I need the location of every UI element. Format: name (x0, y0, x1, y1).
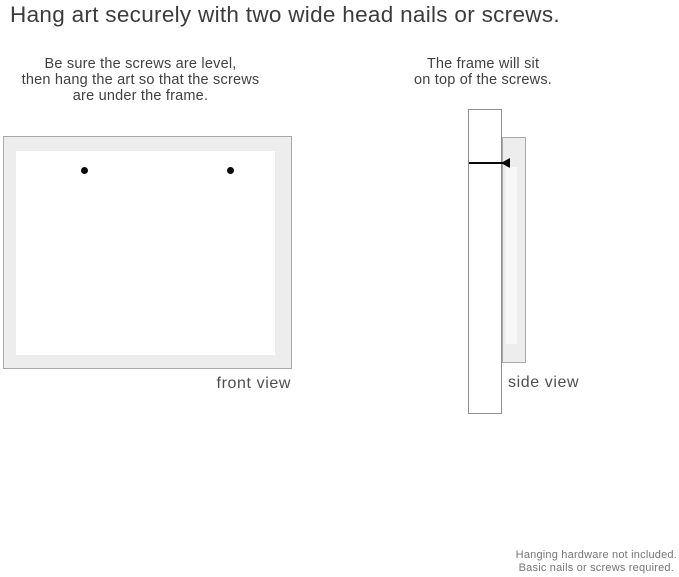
nail-head-icon (501, 158, 510, 168)
side-view-instructions: The frame will sit on top of the screws. (373, 56, 593, 88)
instruction-line: then hang the art so that the screws (21, 72, 260, 88)
side-view-wall (468, 109, 502, 414)
nail-head-right-icon (227, 167, 234, 174)
side-view-frame (502, 137, 526, 363)
side-view-frame-inner (506, 167, 517, 344)
instruction-line: Be sure the screws are level, (44, 56, 237, 72)
footer-note: Hanging hardware not included. Basic nai… (516, 549, 677, 574)
page-title: Hang art securely with two wide head nai… (10, 2, 560, 27)
instruction-line: on top of the screws. (414, 72, 552, 88)
front-view-art-area (16, 151, 275, 355)
instruction-line: are under the frame. (72, 88, 209, 104)
front-view-instructions: Be sure the screws are level, then hang … (20, 56, 261, 104)
footer-note-line: Hanging hardware not included. (515, 549, 677, 561)
nail-shaft-icon (469, 162, 503, 164)
side-view-label: side view (508, 374, 580, 391)
nail-head-left-icon (81, 167, 88, 174)
front-view-frame (3, 136, 292, 369)
instruction-line: The frame will sit (426, 56, 540, 72)
footer-note-line: Basic nails or screws required. (518, 561, 675, 574)
front-view-label: front view (216, 375, 291, 392)
